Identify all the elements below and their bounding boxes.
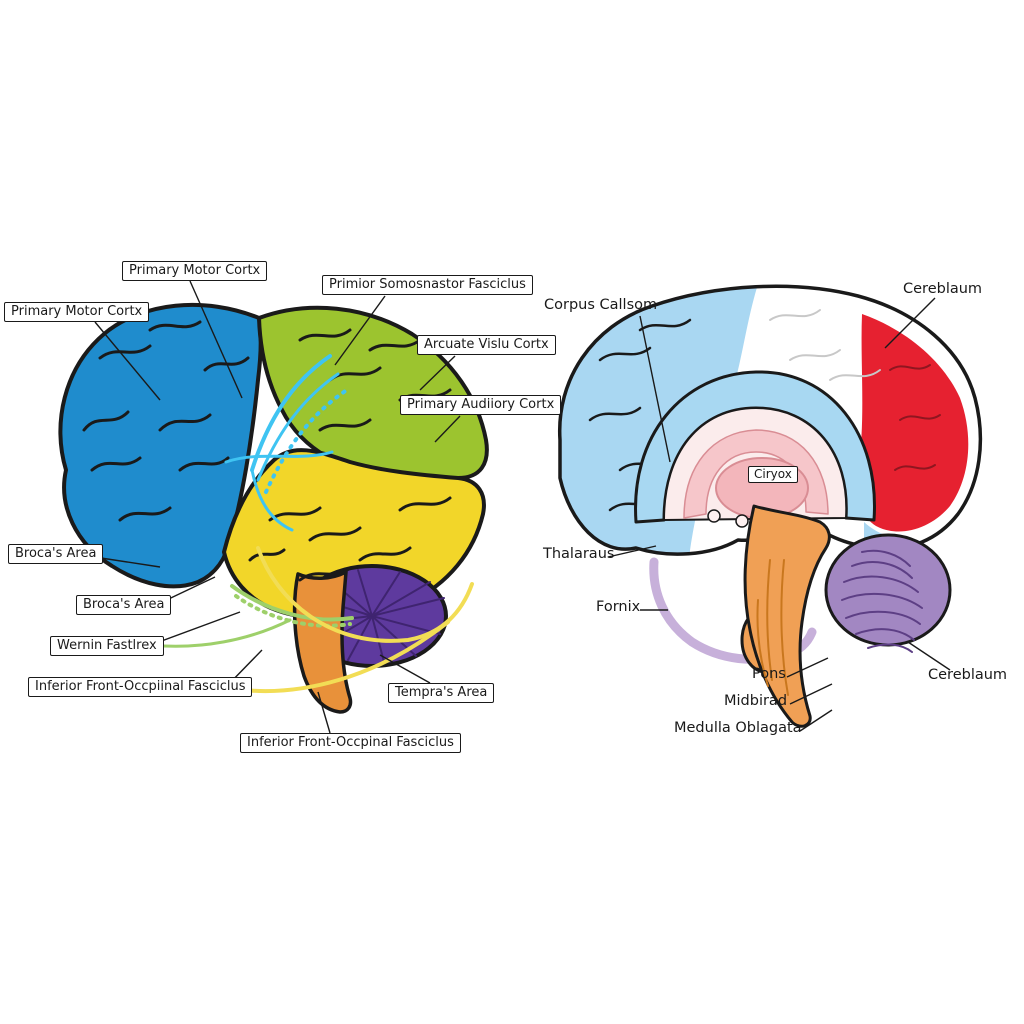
cortex-outline-stroke bbox=[557, 284, 983, 556]
cingulate-arc bbox=[683, 429, 829, 519]
label-primary-auditory-cortex: Primary Audiiory Cortx bbox=[400, 395, 562, 416]
green-fasciculus-fibers bbox=[148, 584, 354, 648]
frontal-region-blue bbox=[559, 286, 758, 555]
label-brocas-area-lower: Broca's Area bbox=[76, 595, 172, 616]
gyri-lines-frontal bbox=[82, 320, 250, 522]
label-pons: Pons bbox=[752, 666, 786, 682]
label-medulla-oblongata: Medulla Oblagata bbox=[674, 720, 802, 736]
label-temporal-area: Tempra's Area bbox=[388, 683, 495, 704]
occipital-region-red bbox=[856, 314, 969, 532]
brainstem-texture-lines bbox=[756, 559, 789, 696]
brainstem-right bbox=[740, 504, 831, 728]
label-primary-motor-cortex-left: Primary Motor Cortx bbox=[4, 302, 150, 323]
label-midbrain: Midbirad bbox=[724, 693, 788, 709]
label-arcuate-fasciculus: Arcuate Vislu Cortx bbox=[417, 335, 556, 356]
label-brocas-area-left: Broca's Area bbox=[8, 544, 104, 565]
gyri-lines-occipital bbox=[889, 364, 941, 471]
pituitary-body bbox=[735, 514, 749, 528]
label-ciryox: Ciryox bbox=[748, 466, 798, 484]
right-brain-sagittal-view bbox=[557, 284, 983, 728]
label-fornix: Fornix bbox=[596, 599, 641, 615]
label-cerebellum-top: Cereblaum bbox=[903, 281, 983, 297]
cerebellum-arbor-lines bbox=[841, 549, 923, 653]
label-cerebellum-right: Cereblaum bbox=[928, 667, 1008, 683]
label-wernicke-area: Wernin Fastlrex bbox=[50, 636, 164, 657]
arcuate-fasciculus-fibers bbox=[224, 354, 352, 532]
label-primary-motor-cortex-top: Primary Motor Cortx bbox=[122, 261, 268, 282]
inferior-fronto-occipital-fibers bbox=[226, 546, 474, 693]
cerebellum-right-structure bbox=[824, 533, 952, 653]
left-brain-lateral-view bbox=[58, 302, 489, 714]
brainstem-left bbox=[292, 570, 353, 714]
label-inferior-fronto-occipital-bottom: Inferior Front-Occpinal Fasciclus bbox=[240, 733, 461, 754]
label-inferior-fronto-occipital-left: Inferior Front-Occpiinal Fasciclus bbox=[28, 677, 253, 698]
label-thalamus: Thalaraus bbox=[543, 546, 615, 562]
label-corpus-callosum: Corpus Callsom bbox=[544, 297, 658, 313]
mammillary-body bbox=[707, 509, 721, 523]
label-somatosensory-fasciculus: Primior Somosnastor Fasciclus bbox=[322, 275, 533, 296]
